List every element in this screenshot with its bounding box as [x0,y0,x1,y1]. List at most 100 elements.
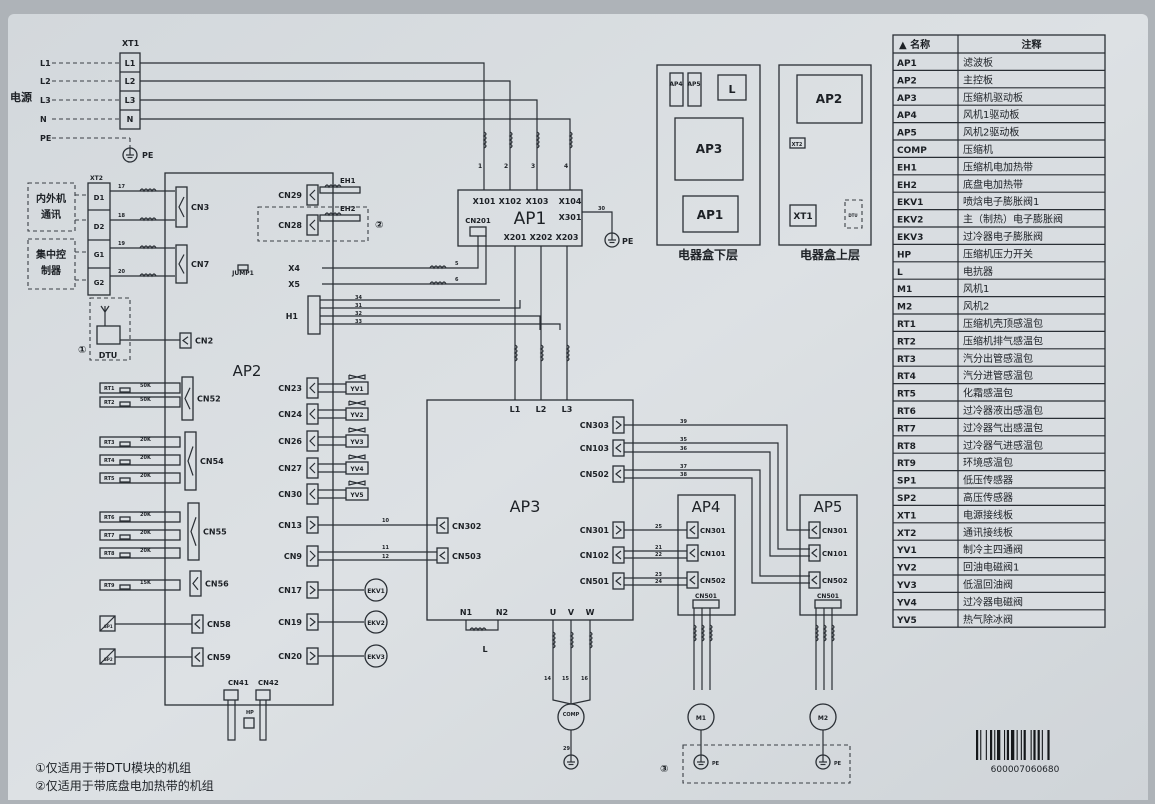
legend-name: AP3 [897,94,917,104]
barcode-bar [1030,730,1032,760]
wire [140,80,511,190]
legend-name: YV1 [896,546,917,556]
connector-label: CN9 [284,552,303,561]
xt1-terminal: L1 [125,59,136,68]
heater-eh2 [319,214,361,222]
ferrite-coil-icon [508,131,513,149]
ap3-terminal: L3 [562,405,573,414]
connector-pin [194,652,201,662]
connector-label: CN302 [452,522,481,531]
connector-pin [309,435,316,447]
wire-number: 16 [581,676,588,682]
legend-note: 电抗器 [963,265,993,278]
wire-number: 14 [544,676,551,682]
thermistor-icon [119,387,131,393]
wire-number: 18 [118,213,125,219]
wire [624,469,810,577]
ap2-board [164,172,334,706]
xt1-label: XT1 [122,39,140,48]
solenoid-valve-icon [348,374,366,380]
legend-note: 制冷主四通阀 [963,543,1023,556]
ap5-board [799,494,858,616]
barcode-bar [997,730,1001,760]
lower-part-ap4 [669,72,684,107]
legend-note: 过冷器电子膨胀阀 [963,230,1043,243]
valve-label: YV1 [349,386,363,393]
legend-name: RT1 [897,320,916,330]
ekv-label: EKV3 [367,654,385,661]
sensor-value: 20K [140,530,152,536]
legend-note: 风机2 [963,300,989,313]
legend-name: RT5 [897,390,916,400]
thermistor-rt3 [99,436,181,448]
ap2-connector-cn23 [306,377,319,399]
connector-pin [811,548,818,558]
sensor-value: 50K [140,383,152,389]
connector-pin [192,576,199,591]
valve-label: YV2 [349,412,363,419]
ekv-3-icon [364,644,388,668]
ap5-connector-cn502 [808,571,821,589]
connector-pin [309,585,316,595]
barcode-bar [1006,730,1009,760]
ap4-board [677,494,736,616]
thermistor-icon [119,584,131,590]
wire [322,236,479,269]
legend-name: RT7 [897,424,916,434]
xt1-terminal: N [127,115,134,124]
legend-note: 压缩机电加热带 [963,160,1033,173]
connector-pin [182,336,189,345]
ferrite-coil-icon [535,131,540,149]
connector-pin [309,408,316,420]
connector-label: CN7 [191,260,209,269]
ap3-terminal: L2 [536,405,547,414]
legend-note: 压缩机排气感温包 [963,334,1043,347]
ap3-terminal: U [550,608,557,617]
ap2-label: AP2 [233,362,262,380]
connector-label: CN42 [258,679,279,687]
xt1-terminal: L3 [125,96,136,105]
connector-label: CN54 [200,457,224,466]
xt2-terminal: D2 [94,223,105,231]
sensor-value: 20K [140,455,152,461]
ap2-connector-cn24 [306,403,319,425]
wire [582,211,613,233]
power-input-label: N [40,115,47,124]
sensor-label: RT1 [104,386,115,392]
solenoid-valve-icon [348,400,366,406]
ap2-connector-cn56 [189,570,202,597]
ap4-connector-cn101 [686,544,699,562]
connector-label: CN301 [580,526,610,535]
ap2-connector-cn7 [175,244,188,284]
sensor-label: SP2 [104,657,113,662]
ap1-label: AP1 [514,209,547,229]
wire-number: 17 [118,184,125,190]
connector-pin [615,443,622,453]
connector-label: CN501 [580,577,610,586]
ferrite-coil-icon [700,624,705,642]
wire [570,620,591,705]
sensor-label: RT9 [104,583,115,589]
comp-label: COMP [563,712,580,718]
legend-note: 风机2驱动板 [963,126,1019,139]
ap2-connector-cn2 [179,332,192,349]
ap3-label: AP3 [510,497,541,516]
ap2-connector-cn55 [187,502,200,561]
ferrite-coil-icon [830,624,835,642]
ap3-terminal: N2 [496,608,508,617]
layout-part-label: XT1 [793,212,812,222]
wire-number: 19 [118,241,125,247]
power-input-label: L3 [40,96,51,105]
legend-note: 低温回油阀 [963,578,1013,591]
wire-number: 39 [680,419,687,425]
xt2-terminal: D1 [94,194,105,202]
connector-label: X4 [288,264,300,273]
valve-yv1 [345,381,369,395]
layout-part-label: AP2 [816,92,842,106]
h1-connector [307,295,321,335]
legend-name: RT8 [897,442,916,452]
connector-pin [615,576,622,586]
legend-name: EKV3 [897,233,923,243]
legend-note: 滤波板 [963,56,993,69]
